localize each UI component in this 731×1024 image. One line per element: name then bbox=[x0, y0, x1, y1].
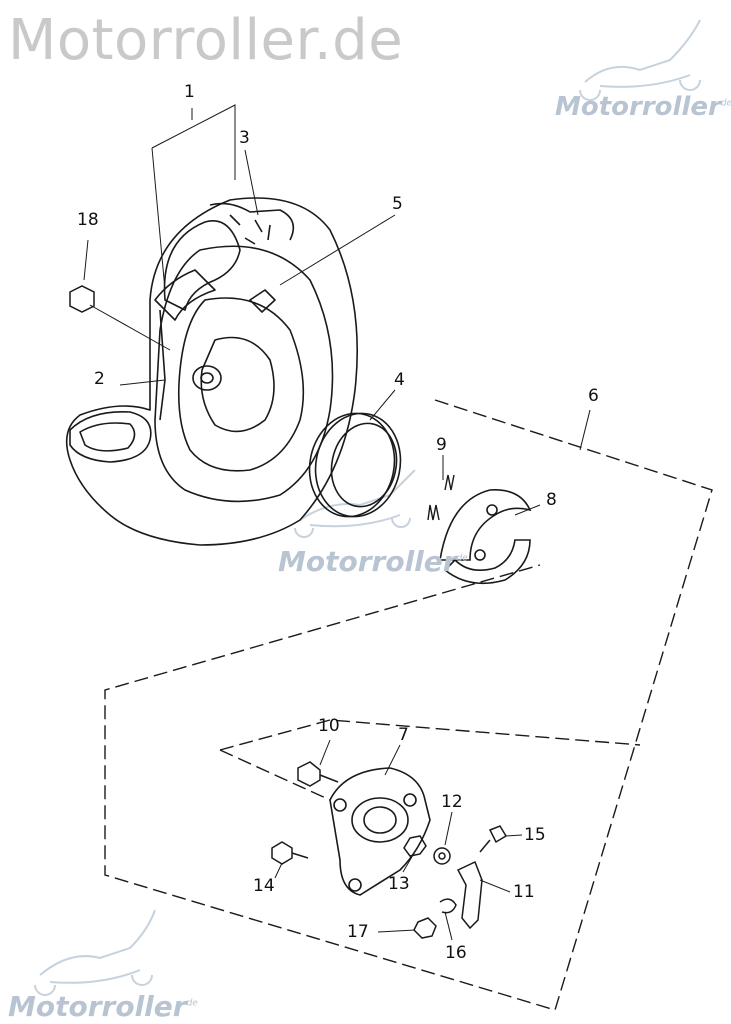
tire-outline bbox=[65, 197, 359, 546]
bolt-10 bbox=[297, 761, 339, 787]
leader-lines bbox=[83, 104, 591, 941]
brake-panel bbox=[329, 767, 431, 896]
callout-16: 16 bbox=[445, 943, 467, 963]
brake-group-outline bbox=[104, 399, 713, 1011]
tire-cut-face bbox=[69, 411, 152, 463]
watermark-scooter-icon-middle bbox=[294, 469, 416, 538]
callout-12: 12 bbox=[441, 792, 463, 812]
spring bbox=[427, 474, 455, 521]
callout-2: 2 bbox=[94, 369, 105, 389]
nut-18 bbox=[69, 285, 95, 313]
bolt-14 bbox=[271, 841, 309, 865]
callout-17: 17 bbox=[347, 922, 369, 942]
inner-tube bbox=[163, 220, 241, 311]
callout-7: 7 bbox=[398, 725, 409, 745]
seal-ring bbox=[308, 412, 402, 518]
callout-13: 13 bbox=[388, 874, 410, 894]
callout-9: 9 bbox=[436, 435, 447, 455]
callout-11: 11 bbox=[513, 882, 535, 902]
nut-13 bbox=[403, 835, 427, 857]
rim-outer bbox=[154, 245, 334, 503]
bolt-15 bbox=[479, 825, 508, 853]
callout-3: 3 bbox=[239, 128, 250, 148]
rim-inner bbox=[177, 297, 305, 472]
small-hardware bbox=[69, 285, 508, 939]
wheel-assembly bbox=[65, 197, 359, 546]
callout-1: 1 bbox=[184, 82, 195, 102]
washer-12 bbox=[433, 847, 451, 865]
callout-5: 5 bbox=[392, 194, 403, 214]
valve-stem bbox=[249, 289, 276, 313]
brake-arm-11 bbox=[456, 860, 483, 930]
callout-18: 18 bbox=[77, 210, 99, 230]
callout-8: 8 bbox=[546, 490, 557, 510]
watermark-brand-top: Motorrollerde bbox=[555, 92, 731, 122]
watermark-brand-bottom: Motorrollerde bbox=[8, 990, 198, 1023]
hub bbox=[192, 365, 222, 391]
callout-10: 10 bbox=[318, 716, 340, 736]
watermark-scooter-icon-bottom bbox=[34, 909, 156, 996]
brake-shoes bbox=[439, 489, 532, 585]
watermark-title: Motorroller.de bbox=[8, 8, 404, 73]
callout-15: 15 bbox=[524, 825, 546, 845]
callout-6: 6 bbox=[588, 386, 599, 406]
watermark-scooter-icon-top bbox=[579, 19, 701, 101]
callout-4: 4 bbox=[394, 370, 405, 390]
callout-14: 14 bbox=[253, 876, 275, 896]
watermark-brand-middle: Motorrollerde bbox=[278, 545, 468, 578]
spring-washer-16 bbox=[439, 898, 457, 914]
nut-17 bbox=[413, 917, 437, 939]
